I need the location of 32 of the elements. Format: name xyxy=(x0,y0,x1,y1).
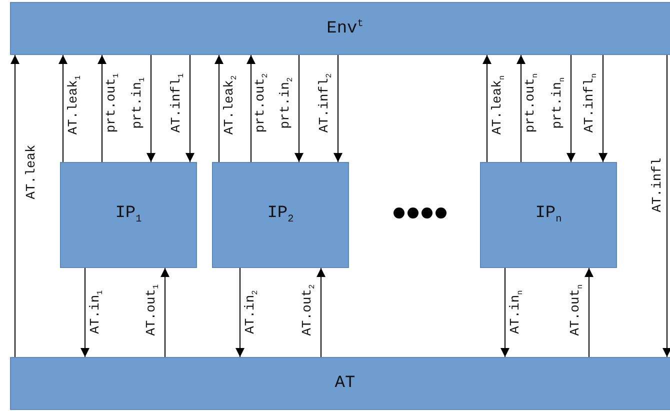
node-label: IP$_{2}$ xyxy=(267,204,294,226)
arrow xyxy=(516,54,526,162)
edge-label: AT.infl xyxy=(650,158,664,212)
band-box xyxy=(10,2,670,55)
arrow xyxy=(98,54,106,162)
arrow xyxy=(80,268,90,358)
arrow xyxy=(186,54,194,162)
process-box xyxy=(60,162,197,268)
arrow xyxy=(566,54,576,162)
process-box xyxy=(212,162,349,268)
arrow xyxy=(334,54,342,162)
arrow xyxy=(58,54,68,162)
arrow xyxy=(146,54,156,162)
node-label: Env$^{t}$ xyxy=(326,18,364,38)
arrow xyxy=(662,54,670,358)
arrow xyxy=(246,54,256,162)
arrow xyxy=(584,268,594,358)
arrow xyxy=(10,54,20,358)
arrow xyxy=(316,268,326,358)
node-label: IP$_{1}$ xyxy=(115,204,142,226)
arrow xyxy=(160,268,170,358)
arrow xyxy=(500,268,510,358)
process-box xyxy=(480,162,617,268)
node-label: IP$_{n}$ xyxy=(535,204,562,226)
node-label: AT xyxy=(334,374,356,393)
band-box xyxy=(10,357,670,410)
arrow xyxy=(598,54,608,162)
arrow xyxy=(294,54,304,162)
arrow xyxy=(214,54,224,162)
arrow xyxy=(482,54,492,162)
edge-label: AT.leak xyxy=(24,144,38,200)
arrow xyxy=(236,268,244,358)
